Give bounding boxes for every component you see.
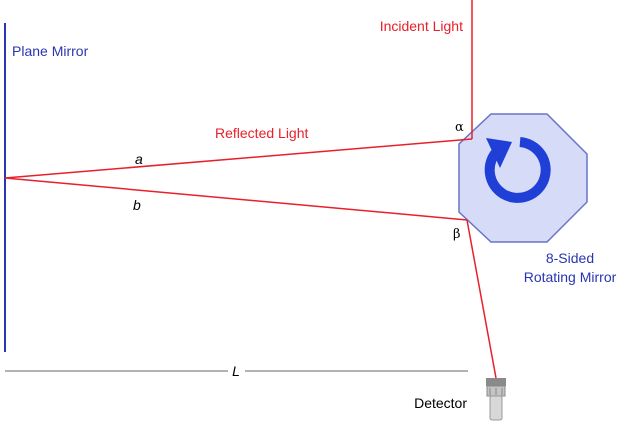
incident-light-label: Incident Light xyxy=(380,18,463,34)
counterclockwise-rotation-arrow-icon xyxy=(484,137,551,203)
detector-ray xyxy=(466,219,497,379)
detector-label: Detector xyxy=(414,395,467,411)
plane-mirror-label: Plane Mirror xyxy=(12,43,89,59)
ray-a-label: a xyxy=(135,151,143,167)
beta-angle-label: β xyxy=(453,227,461,242)
alpha-angle-label: α xyxy=(455,120,464,135)
reflected-light-label: Reflected Light xyxy=(215,125,309,141)
ray-b-label: b xyxy=(133,197,141,213)
detector-icon xyxy=(486,378,506,421)
reflected-ray-a xyxy=(4,138,473,179)
rotating-mirror-label-line2: Rotating Mirror xyxy=(524,269,617,285)
rotating-mirror-octagon xyxy=(458,113,588,243)
rotating-mirror-label-line1: 8-Sided xyxy=(546,250,594,266)
distance-label: L xyxy=(232,363,240,379)
reflected-ray-b xyxy=(4,177,468,221)
